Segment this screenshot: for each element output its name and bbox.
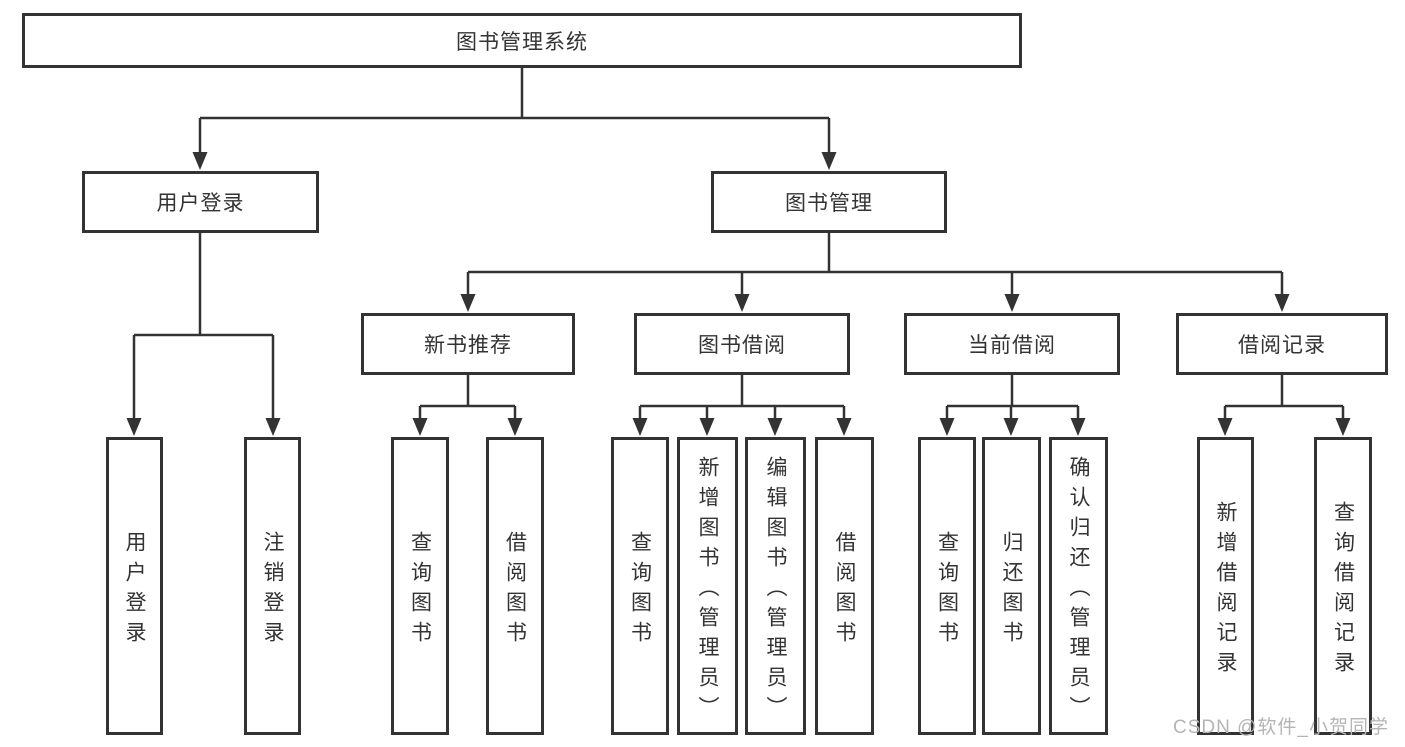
node-new-book-recommendation: 新书推荐 (361, 313, 575, 375)
node-label: 当前借阅 (968, 334, 1056, 357)
leaf-borrow-books: 借阅图书 (815, 437, 874, 735)
leaf-label: 新增借阅记录 (1214, 500, 1237, 681)
node-user-login: 用户登录 (82, 171, 319, 233)
node-library-management-system: 图书管理系统 (22, 13, 1022, 68)
node-book-borrowing: 图书借阅 (634, 313, 850, 375)
node-label: 用户登录 (156, 192, 245, 215)
leaf-query-books-current: 查询图书 (918, 437, 976, 735)
node-book-management: 图书管理 (711, 171, 947, 233)
leaf-add-borrow-record: 新增借阅记录 (1197, 437, 1254, 735)
csdn-watermark: CSDN @软件_小贺同学 (1173, 717, 1389, 738)
node-label: 新书推荐 (424, 334, 512, 357)
leaf-label: 编辑图书（管理员） (764, 455, 787, 726)
leaf-logout: 注销登录 (244, 437, 301, 735)
leaf-user-login: 用户登录 (106, 437, 163, 735)
leaf-query-borrow-record: 查询借阅记录 (1314, 437, 1372, 735)
node-label: 图书借阅 (698, 334, 786, 357)
leaf-return-books: 归还图书 (982, 437, 1041, 735)
leaf-label: 确认归还（管理员） (1067, 455, 1090, 726)
leaf-label: 借阅图书 (503, 530, 527, 651)
leaf-label: 查询图书 (408, 530, 432, 651)
leaf-label: 用户登录 (123, 530, 146, 651)
leaf-query-books-recommendation: 查询图书 (391, 437, 449, 735)
leaf-label: 查询图书 (628, 530, 652, 651)
leaf-confirm-return-admin: 确认归还（管理员） (1049, 437, 1108, 735)
leaf-edit-books-admin: 编辑图书（管理员） (745, 437, 806, 735)
node-label: 借阅记录 (1238, 334, 1326, 357)
node-current-borrowing: 当前借阅 (904, 313, 1120, 375)
leaf-label: 归还图书 (1000, 530, 1023, 651)
leaf-query-books-borrowing: 查询图书 (611, 437, 669, 735)
leaf-label: 新增图书（管理员） (696, 455, 719, 726)
leaf-borrow-books-recommendation: 借阅图书 (486, 437, 544, 735)
leaf-label: 查询图书 (935, 530, 959, 651)
leaf-label: 注销登录 (261, 530, 284, 651)
leaf-add-books-admin: 新增图书（管理员） (677, 437, 738, 735)
node-label: 图书管理 (785, 192, 873, 215)
node-label: 图书管理系统 (456, 30, 588, 54)
node-borrowing-records: 借阅记录 (1176, 313, 1388, 375)
leaf-label: 查询借阅记录 (1331, 500, 1355, 681)
leaf-label: 借阅图书 (833, 530, 856, 651)
